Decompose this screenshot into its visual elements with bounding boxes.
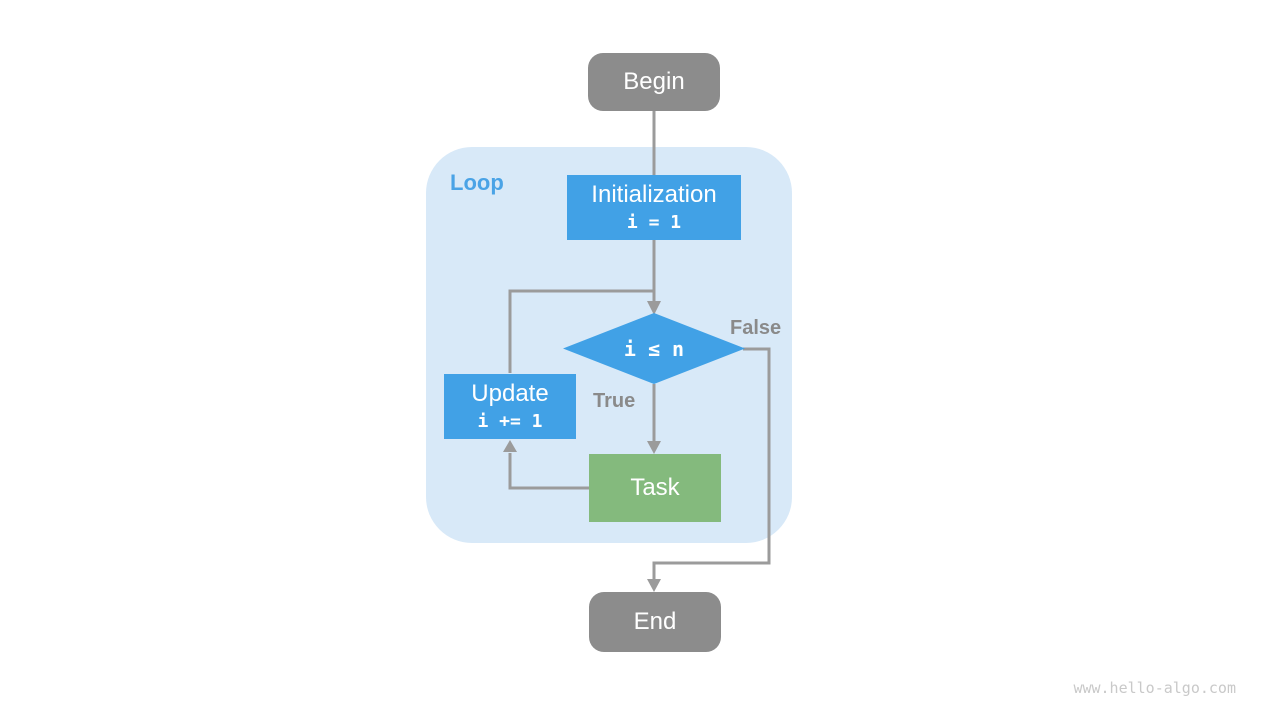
update-node-title: Update: [471, 380, 549, 408]
update-node-code: i += 1: [477, 411, 543, 433]
loop-container-label: Loop: [450, 170, 504, 195]
false-branch-label: False: [730, 317, 782, 339]
watermark-text: www.hello-algo.com: [1073, 679, 1236, 697]
condition-diamond-shape: [563, 313, 745, 384]
connector-update-loopback: [508, 289, 654, 373]
arrowhead-into-task: [647, 441, 661, 454]
task-node-label: Task: [630, 473, 680, 501]
true-branch-label: True: [593, 390, 636, 412]
end-node-label: End: [633, 607, 677, 635]
task-node: Task: [589, 454, 721, 522]
initialization-node-code: i = 1: [626, 212, 682, 234]
begin-node-label: Begin: [623, 67, 685, 95]
end-node: End: [589, 592, 721, 652]
initialization-node-title: Initialization: [591, 181, 717, 209]
arrowhead-into-end: [647, 579, 661, 592]
arrowhead-into-condition: [647, 301, 661, 315]
arrowhead-into-update: [503, 440, 517, 452]
begin-node: Begin: [588, 53, 720, 111]
initialization-node: Initialization i = 1: [567, 175, 741, 240]
connector-condition-end: [652, 347, 771, 580]
update-node: Update i += 1: [444, 374, 576, 439]
condition-node: i ≤ n: [563, 313, 745, 384]
connector-task-update: [508, 453, 589, 490]
condition-node-code: i ≤ n: [623, 336, 685, 361]
